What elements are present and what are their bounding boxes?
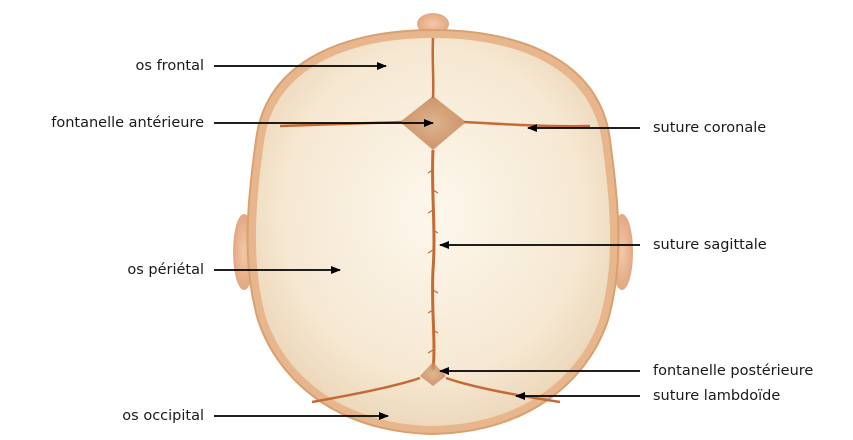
label-os-occipital: os occipital (122, 407, 204, 425)
label-suture-lambdoide: suture lambdoïde (653, 387, 780, 405)
label-fontanelle-anterieure: fontanelle antérieure (51, 114, 204, 132)
label-suture-coronale: suture coronale (653, 119, 766, 137)
frontal-suture (433, 38, 434, 98)
label-os-parietal: os périétal (127, 261, 204, 279)
sagittal-suture (433, 150, 434, 370)
label-os-frontal: os frontal (136, 57, 204, 75)
label-fontanelle-posterieure: fontanelle postérieure (653, 362, 813, 380)
label-suture-sagittale: suture sagittale (653, 236, 767, 254)
